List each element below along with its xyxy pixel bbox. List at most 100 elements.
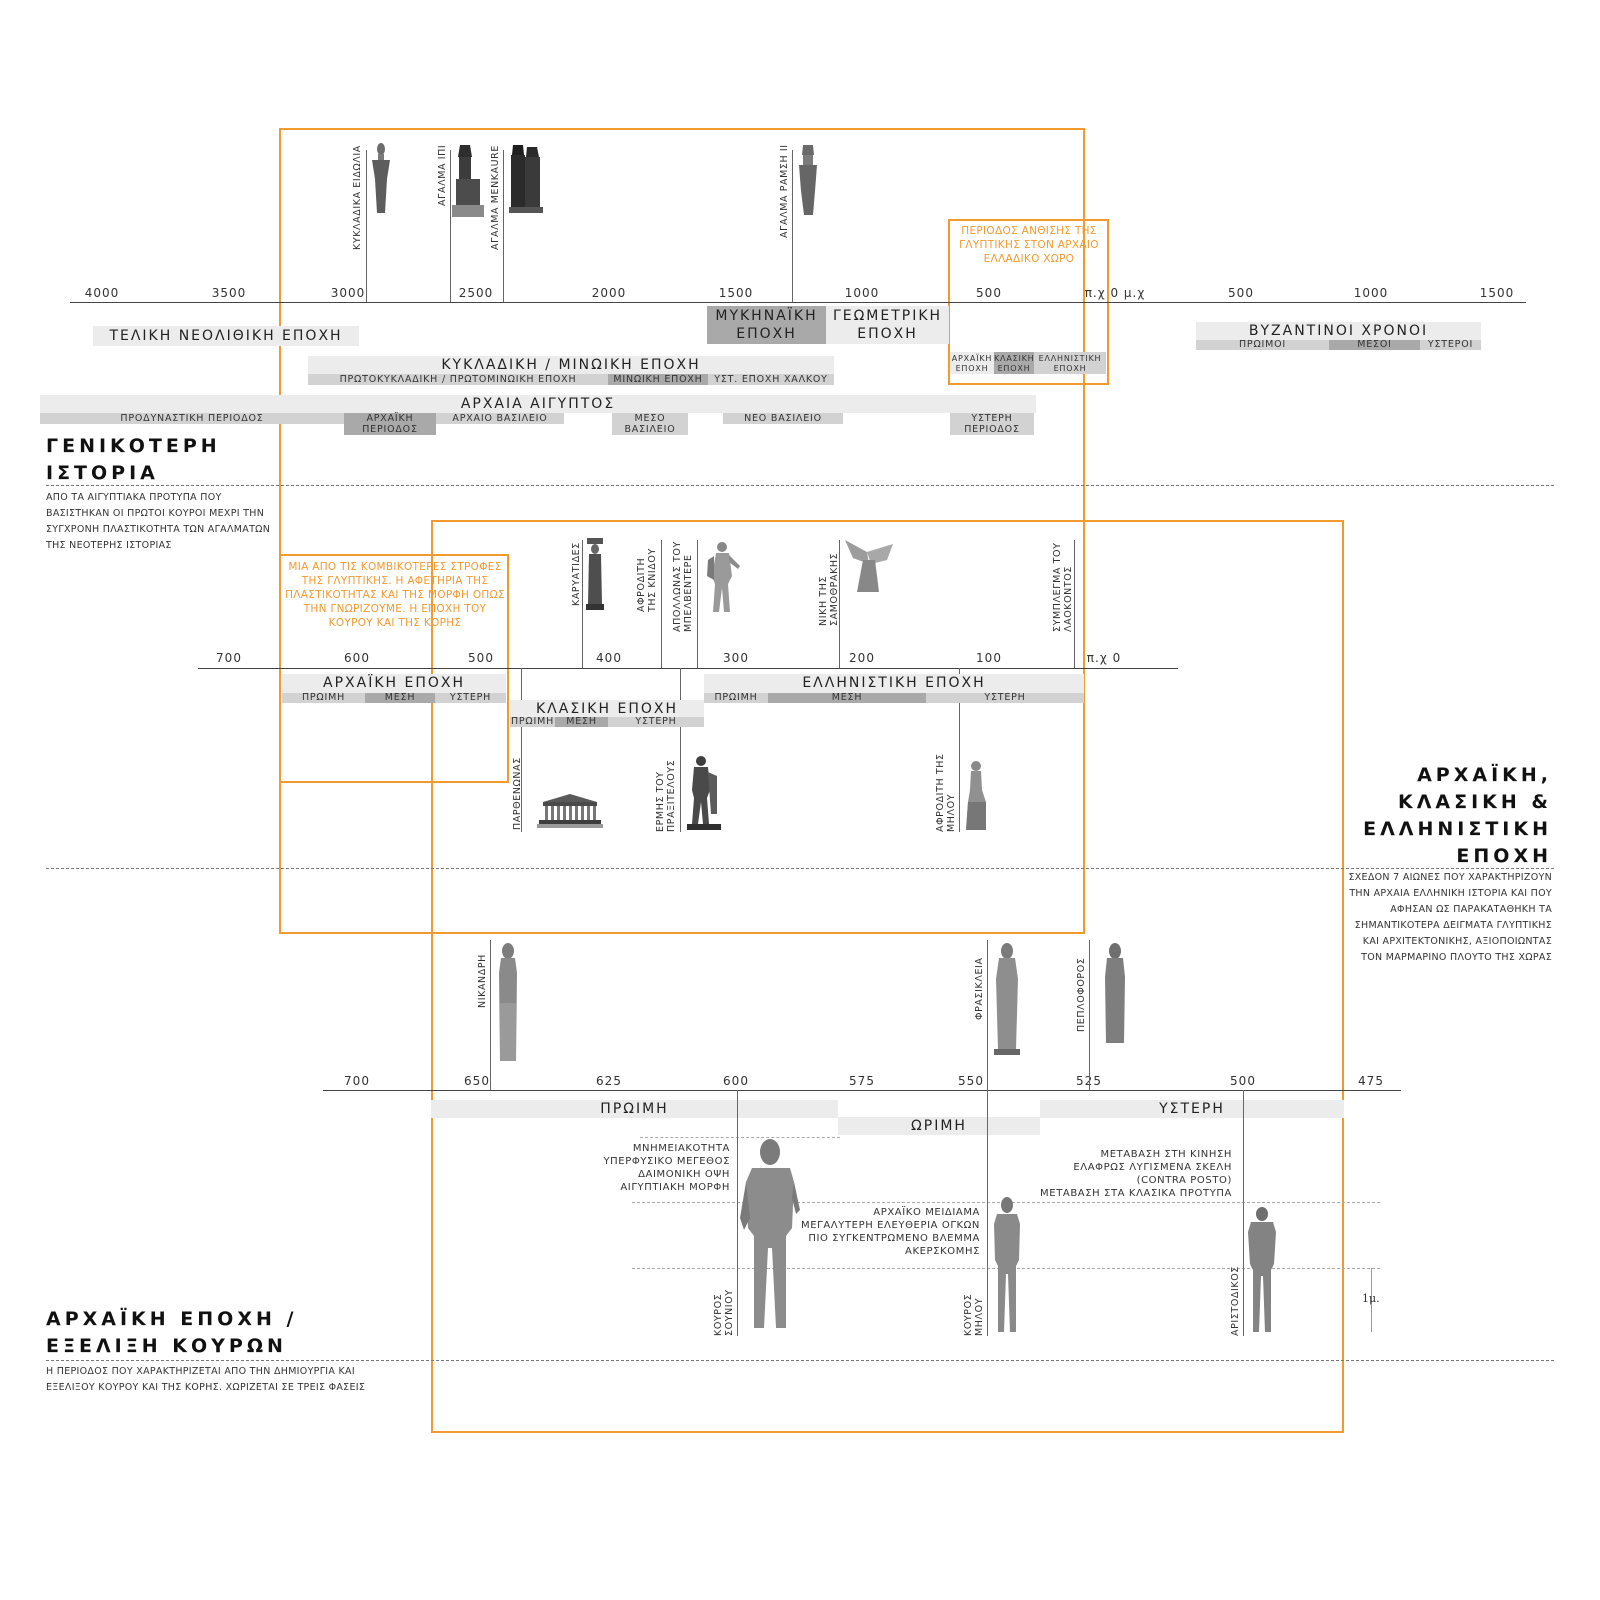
kore-label: ΠΕΠΛΟΦΟΡΟΣ (1076, 957, 1087, 1032)
timeline2-tick: 300 (723, 651, 749, 665)
marker-line (1074, 540, 1075, 668)
timeline1-axis (70, 302, 1526, 303)
marker-line (697, 540, 698, 668)
late-bronze-bar (708, 374, 834, 385)
neolithic-label: ΤΕΛΙΚΗ ΝΕΟΛΙΘΙΚΗ ΕΠΟΧΗ (109, 328, 343, 344)
parthenon-image (537, 794, 603, 828)
timeline3-tick: 600 (723, 1074, 749, 1088)
peplophoros-image (1105, 943, 1125, 1043)
timeline2-tick: π.χ 0 (1086, 651, 1122, 665)
marker-line (661, 540, 662, 668)
timeline2-tick: 200 (849, 651, 875, 665)
new-kingdom-bar (723, 413, 843, 424)
phase-late-bar (1040, 1100, 1344, 1118)
archaic-small-bar (950, 352, 994, 374)
marker-line (737, 1090, 738, 1336)
phase-mature-label: ΩΡΙΜΗ (911, 1118, 967, 1134)
archaic-small-label-2: ΕΠΟΧΗ (955, 364, 989, 373)
byz-late-label: ΥΣΤΕΡΟΙ (1427, 339, 1474, 350)
mycenaean-label-2: ΕΠΟΧΗ (736, 326, 797, 342)
turn-note: ΜΙΑ ΑΠΟ ΤΙΣ ΚΟΜΒΙΚΟΤΕΡΕΣ ΣΤΡΟΦΕΣ ΤΗΣ ΓΛΥ… (285, 561, 505, 629)
marker-line (792, 150, 793, 302)
hellenistic-early-bar (704, 693, 768, 703)
archaic-early-bar (282, 693, 365, 703)
archaic-era-bar (282, 674, 506, 693)
kouros-label: ΑΡΙΣΤΟΔΙΚΟΣ (1230, 1266, 1241, 1336)
kore-label: ΝΙΚΑΝΔΡΗ (477, 954, 488, 1008)
statue-label: ΣΥΜΠΛΕΓΜΑ ΤΟΥ ΛΑΟΚΟΝΤΟΣ (1052, 542, 1074, 632)
predynastic-label: ΠΡΟΔΥΝΑΣΤΙΚΗ ΠΕΡΙΟΔΟΣ (120, 413, 264, 424)
timeline3-tick: 700 (344, 1074, 370, 1088)
nike-samothrace-image (845, 540, 893, 592)
section-divider (46, 1360, 1554, 1361)
timeline1-tick: 1000 (1353, 286, 1389, 300)
kouroi-desc: Η ΠΕΡΙΟΔΟΣ ΠΟΥ ΧΑΡΑΚΤΗΡΙΖΕΤΑΙ ΑΠΟ ΤΗΝ ΔΗ… (46, 1366, 366, 1393)
hellenistic-late-bar (926, 693, 1084, 703)
kouroi-title: ΑΡΧΑΪΚΗ ΕΠΟΧΗ / ΕΞΕΛΙΞΗ ΚΟΥΡΩΝ (46, 1308, 298, 1357)
hellenistic-era-label: ΕΛΛΗΝΙΣΤΙΚΗ ΕΠΟΧΗ (802, 675, 986, 691)
statue-label: ΝΙΚΗ ΤΗΣ ΣΑΜΟΘΡΑΚΗΣ (818, 552, 840, 626)
classical-early-label: ΠΡΩΙΜΗ (510, 716, 555, 727)
late-period-label: ΥΣΤΕΡΗ (971, 413, 1013, 424)
ipi-statue-image (452, 145, 484, 217)
timeline3-tick: 500 (1230, 1074, 1256, 1088)
kouros-label: ΚΟΥΡΟΣ ΣΟΥΝΙΟΥ (713, 1289, 735, 1336)
new-kingdom-label: ΝΕΟ ΒΑΣΙΛΕΙΟ (744, 413, 822, 424)
kore-label: ΦΡΑΣΙΚΛΕΙΑ (974, 957, 985, 1020)
marker-line (680, 668, 681, 832)
geometric-bar (826, 306, 949, 344)
nikandre-image (499, 943, 517, 1061)
timeline2-tick: 100 (976, 651, 1002, 665)
byzantine-bar (1196, 322, 1481, 340)
phase-late-label: ΥΣΤΕΡΗ (1159, 1101, 1225, 1117)
timeline1-tick: 1500 (1479, 286, 1515, 300)
hellenistic-small-label: ΕΛΛΗΝΙΣΤΙΚΗ (1038, 354, 1102, 363)
protocycladic-bar (308, 374, 608, 385)
classical-era-bar (510, 700, 704, 717)
middle-kingdom-label-2: ΒΑΣΙΛΕΙΟ (624, 424, 676, 435)
byzantine-label: ΒΥΖΑΝΤΙΝΟΙ ΧΡΟΝΟΙ (1248, 323, 1429, 339)
ancient-frame (431, 520, 1344, 1433)
marker-line (1089, 940, 1090, 1090)
features-mature: ΑΡΧΑΪΚΟ ΜΕΙΔΙΑΜΑ ΜΕΓΑΛΥΤΕΡΗ ΕΛΕΥΘΕΡΙΑ ΟΓ… (801, 1207, 980, 1257)
archaic-late-bar (435, 693, 506, 703)
minoan-label: ΜΙΝΩΙΚΗ ΕΠΟΧΗ (613, 374, 703, 385)
mycenaean-bar (707, 306, 826, 344)
minoan-bar (608, 374, 708, 385)
aristodikos-image (1248, 1207, 1276, 1332)
archaic-era-label: ΑΡΧΑΪΚΗ ΕΠΟΧΗ (323, 675, 465, 691)
timeline2-tick: 500 (468, 651, 494, 665)
geometric-label-2: ΕΠΟΧΗ (857, 326, 918, 342)
timeline1-tick: 2000 (591, 286, 627, 300)
late-period-bar (950, 413, 1034, 435)
features-late: ΜΕΤΑΒΑΣΗ ΣΤΗ ΚΙΝΗΣΗ ΕΛΑΦΡΩΣ ΛΥΓΙΣΜΕΝΑ ΣΚ… (1040, 1149, 1232, 1199)
archaic-small-label: ΑΡΧΑΪΚΗ (951, 354, 993, 363)
ancient-title: ΑΡΧΑΪΚΗ, ΚΛΑΣΙΚΗ & ΕΛΛΗΝΙΣΤΙΚΗ ΕΠΟΧΗ (1363, 764, 1552, 867)
hellenistic-early-label: ΠΡΩΙΜΗ (714, 692, 758, 703)
marker-line (1243, 1090, 1244, 1336)
marker-line (839, 540, 840, 668)
timeline1-tick: 2500 (458, 286, 494, 300)
hellenistic-small-label-2: ΕΠΟΧΗ (1053, 364, 1087, 373)
timeline1-tick: 3500 (211, 286, 247, 300)
statue-label: ΕΡΜΗΣ ΤΟΥ ΠΡΑΞΙΤΕΛΟΥΣ (655, 759, 677, 832)
mycenaean-label: ΜΥΚΗΝΑΪΚΗ (715, 308, 818, 324)
neolithic-bar (93, 326, 359, 346)
general-history-title: ΓΕΝΙΚΟΤΕΡΗ ΙΣΤΟΡΙΑ (46, 435, 221, 484)
phase-early-bar (431, 1100, 838, 1118)
classical-late-bar (608, 717, 704, 727)
kouros-sounion-image (740, 1139, 800, 1328)
ancient-desc: ΣΧΕΔΟΝ 7 ΑΙΩΝΕΣ ΠΟΥ ΧΑΡΑΚΤΗΡΙΖΟΥΝ ΤΗΝ ΑΡ… (1348, 872, 1552, 963)
timeline1-tick: 3000 (330, 286, 366, 300)
statue-label: ΑΓΑΛΜΑ ΙΠΙ (437, 144, 448, 206)
general-history-desc: ΑΠΟ ΤΑ ΑΙΓΥΠΤΙΑΚΑ ΠΡΟΤΥΠΑ ΠΟΥ ΒΑΣΙΣΤΗΚΑΝ… (46, 492, 271, 551)
statue-label: ΚΥΚΛΑΔΙΚΑ ΕΙΔΩΛΙΑ (352, 145, 363, 250)
timeline1-tick: 1000 (844, 286, 880, 300)
statue-label: ΑΦΡΟΔΙΤΗ ΤΗΣ ΚΝΙΔΟΥ (636, 548, 658, 612)
timeline2-tick: 700 (216, 651, 242, 665)
archaic-early-label: ΠΡΩΙΜΗ (301, 692, 346, 703)
timeline2-tick: 600 (344, 651, 370, 665)
guide-line (640, 1137, 840, 1138)
marker-line (503, 150, 504, 302)
